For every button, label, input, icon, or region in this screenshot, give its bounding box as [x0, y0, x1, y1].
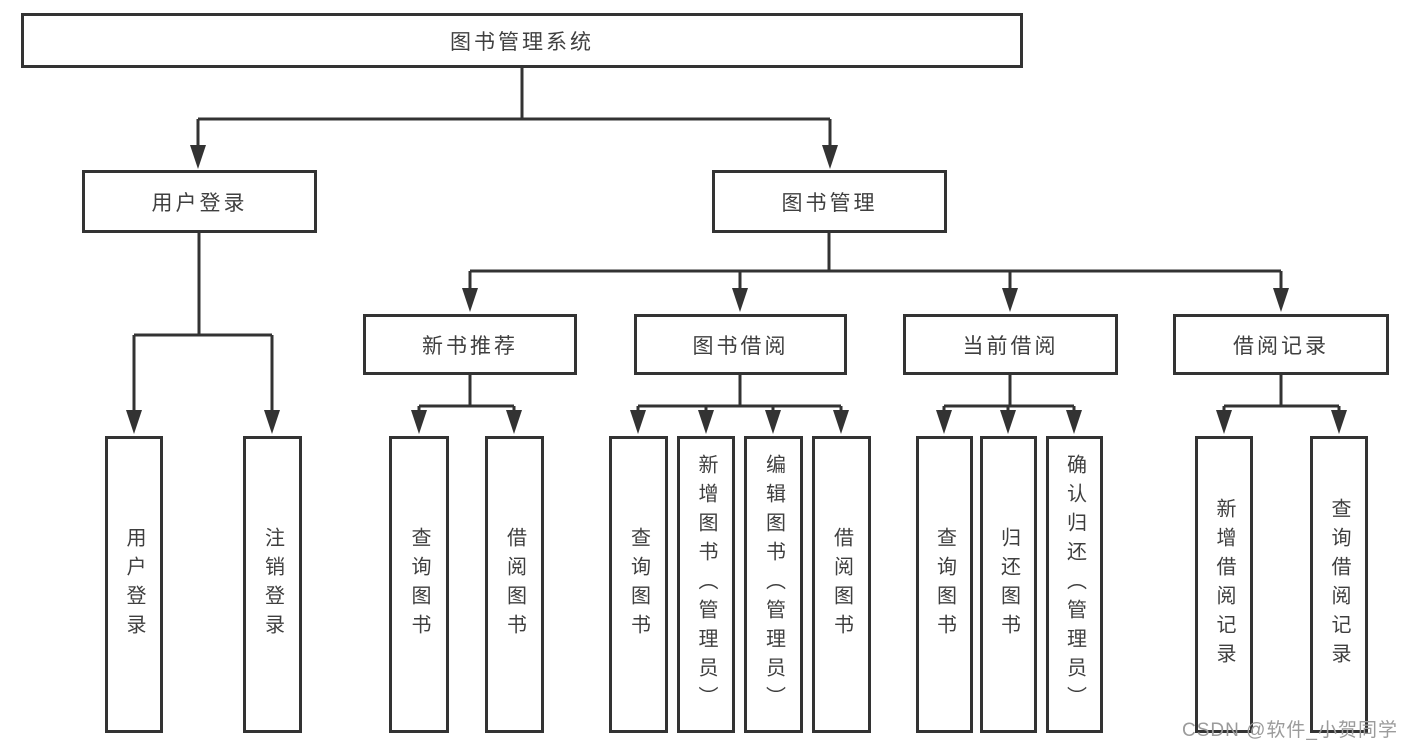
leaf-query-borrow-record: 查询借阅记录: [1310, 436, 1368, 733]
leaf-user-login: 用户登录: [105, 436, 163, 733]
leaf-return-books: 归还图书: [980, 436, 1037, 733]
node-current-borrowing-label: 当前借阅: [962, 334, 1059, 358]
leaf-add-book-admin-label: 新增图书（管理员）: [695, 454, 717, 715]
leaf-query-books-2-label: 查询图书: [627, 526, 650, 643]
leaf-query-books-3: 查询图书: [916, 436, 973, 733]
leaf-borrow-books-1-label: 借阅图书: [503, 526, 526, 643]
leaf-edit-book-admin: 编辑图书（管理员）: [744, 436, 803, 733]
node-new-book-recommend-label: 新书推荐: [422, 334, 518, 358]
node-book-management-label: 图书管理: [781, 191, 878, 215]
leaf-logout: 注销登录: [243, 436, 302, 733]
leaf-add-book-admin: 新增图书（管理员）: [677, 436, 735, 733]
leaf-query-borrow-record-label: 查询借阅记录: [1328, 497, 1350, 672]
node-current-borrowing: 当前借阅: [903, 314, 1118, 375]
leaf-confirm-return-admin-label: 确认归还（管理员）: [1063, 454, 1086, 715]
node-new-book-recommend: 新书推荐: [363, 314, 577, 375]
node-borrowing-records-label: 借阅记录: [1233, 334, 1329, 358]
leaf-query-books-2: 查询图书: [609, 436, 668, 733]
leaf-add-borrow-record: 新增借阅记录: [1195, 436, 1253, 733]
leaf-logout-label: 注销登录: [261, 526, 284, 643]
leaf-confirm-return-admin: 确认归还（管理员）: [1046, 436, 1103, 733]
node-library-system: 图书管理系统: [21, 13, 1023, 68]
node-book-borrowing-label: 图书借阅: [692, 334, 789, 358]
node-book-management: 图书管理: [712, 170, 947, 233]
leaf-query-books-3-label: 查询图书: [933, 526, 956, 643]
leaf-add-borrow-record-label: 新增借阅记录: [1213, 497, 1235, 672]
node-book-borrowing: 图书借阅: [634, 314, 847, 375]
leaf-query-books-1: 查询图书: [389, 436, 449, 733]
leaf-borrow-books-2: 借阅图书: [812, 436, 871, 733]
node-library-system-label: 图书管理系统: [450, 30, 594, 54]
leaf-user-login-label: 用户登录: [123, 526, 145, 643]
watermark: CSDN @软件_小贺同学: [1182, 720, 1398, 741]
leaf-edit-book-admin-label: 编辑图书（管理员）: [762, 454, 785, 715]
leaf-query-books-1-label: 查询图书: [408, 526, 430, 643]
node-user-login: 用户登录: [82, 170, 317, 233]
leaf-return-books-label: 归还图书: [997, 526, 1020, 643]
leaf-borrow-books-1: 借阅图书: [485, 436, 544, 733]
leaf-borrow-books-2-label: 借阅图书: [830, 526, 853, 643]
node-user-login-label: 用户登录: [151, 191, 248, 215]
node-borrowing-records: 借阅记录: [1173, 314, 1389, 375]
